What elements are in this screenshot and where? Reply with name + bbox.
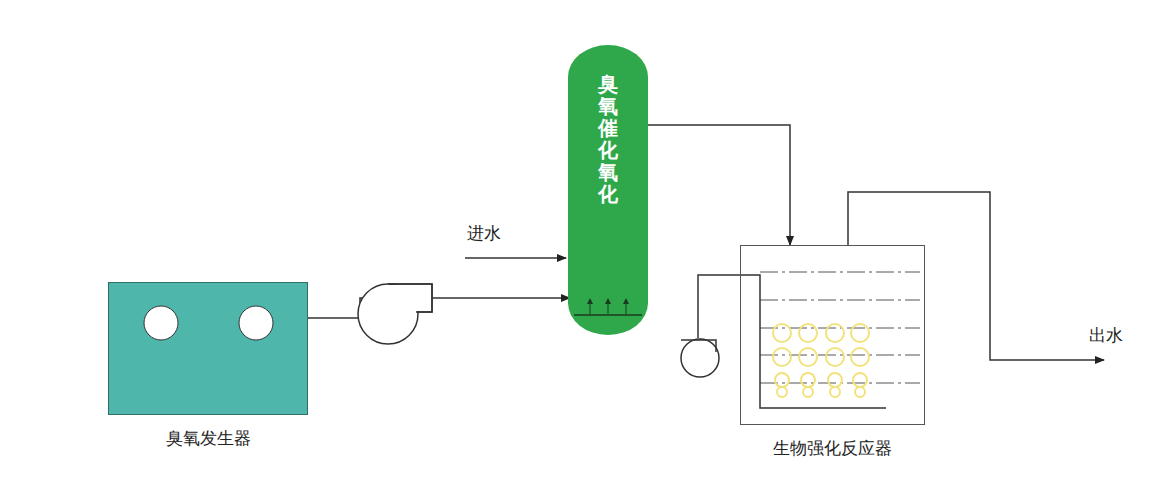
oxidation-column: 臭氧催化氧化 — [568, 45, 648, 335]
inlet-pipe — [465, 257, 566, 259]
bio-carriers — [773, 324, 869, 397]
pipe-connector — [308, 298, 570, 318]
bio-reactor-shape — [740, 245, 925, 425]
reactor-fill — [740, 245, 925, 425]
generator-windows — [109, 283, 309, 416]
window — [144, 306, 178, 340]
unit-caption: 臭氧发生器 — [166, 427, 251, 450]
air-blower — [681, 339, 719, 377]
window — [239, 306, 273, 340]
flow-label: 进水 — [467, 222, 501, 245]
air-pipe — [698, 275, 886, 408]
aeration-layers — [760, 272, 920, 383]
gas-diffuser — [568, 287, 648, 327]
outlet-pipe — [848, 192, 1104, 360]
ozone-generator: 臭氧发生器 — [108, 282, 308, 415]
ozone-blower — [358, 284, 432, 344]
vertical-title: 臭氧催化氧化 — [598, 45, 618, 205]
unit-caption: 生物强化反应器 — [773, 437, 892, 460]
ozone-generator-shape — [108, 282, 308, 415]
pipe-connector — [648, 125, 790, 245]
flow-label: 出水 — [1089, 324, 1123, 347]
bio-reactor: 生物强化反应器 — [740, 245, 925, 425]
